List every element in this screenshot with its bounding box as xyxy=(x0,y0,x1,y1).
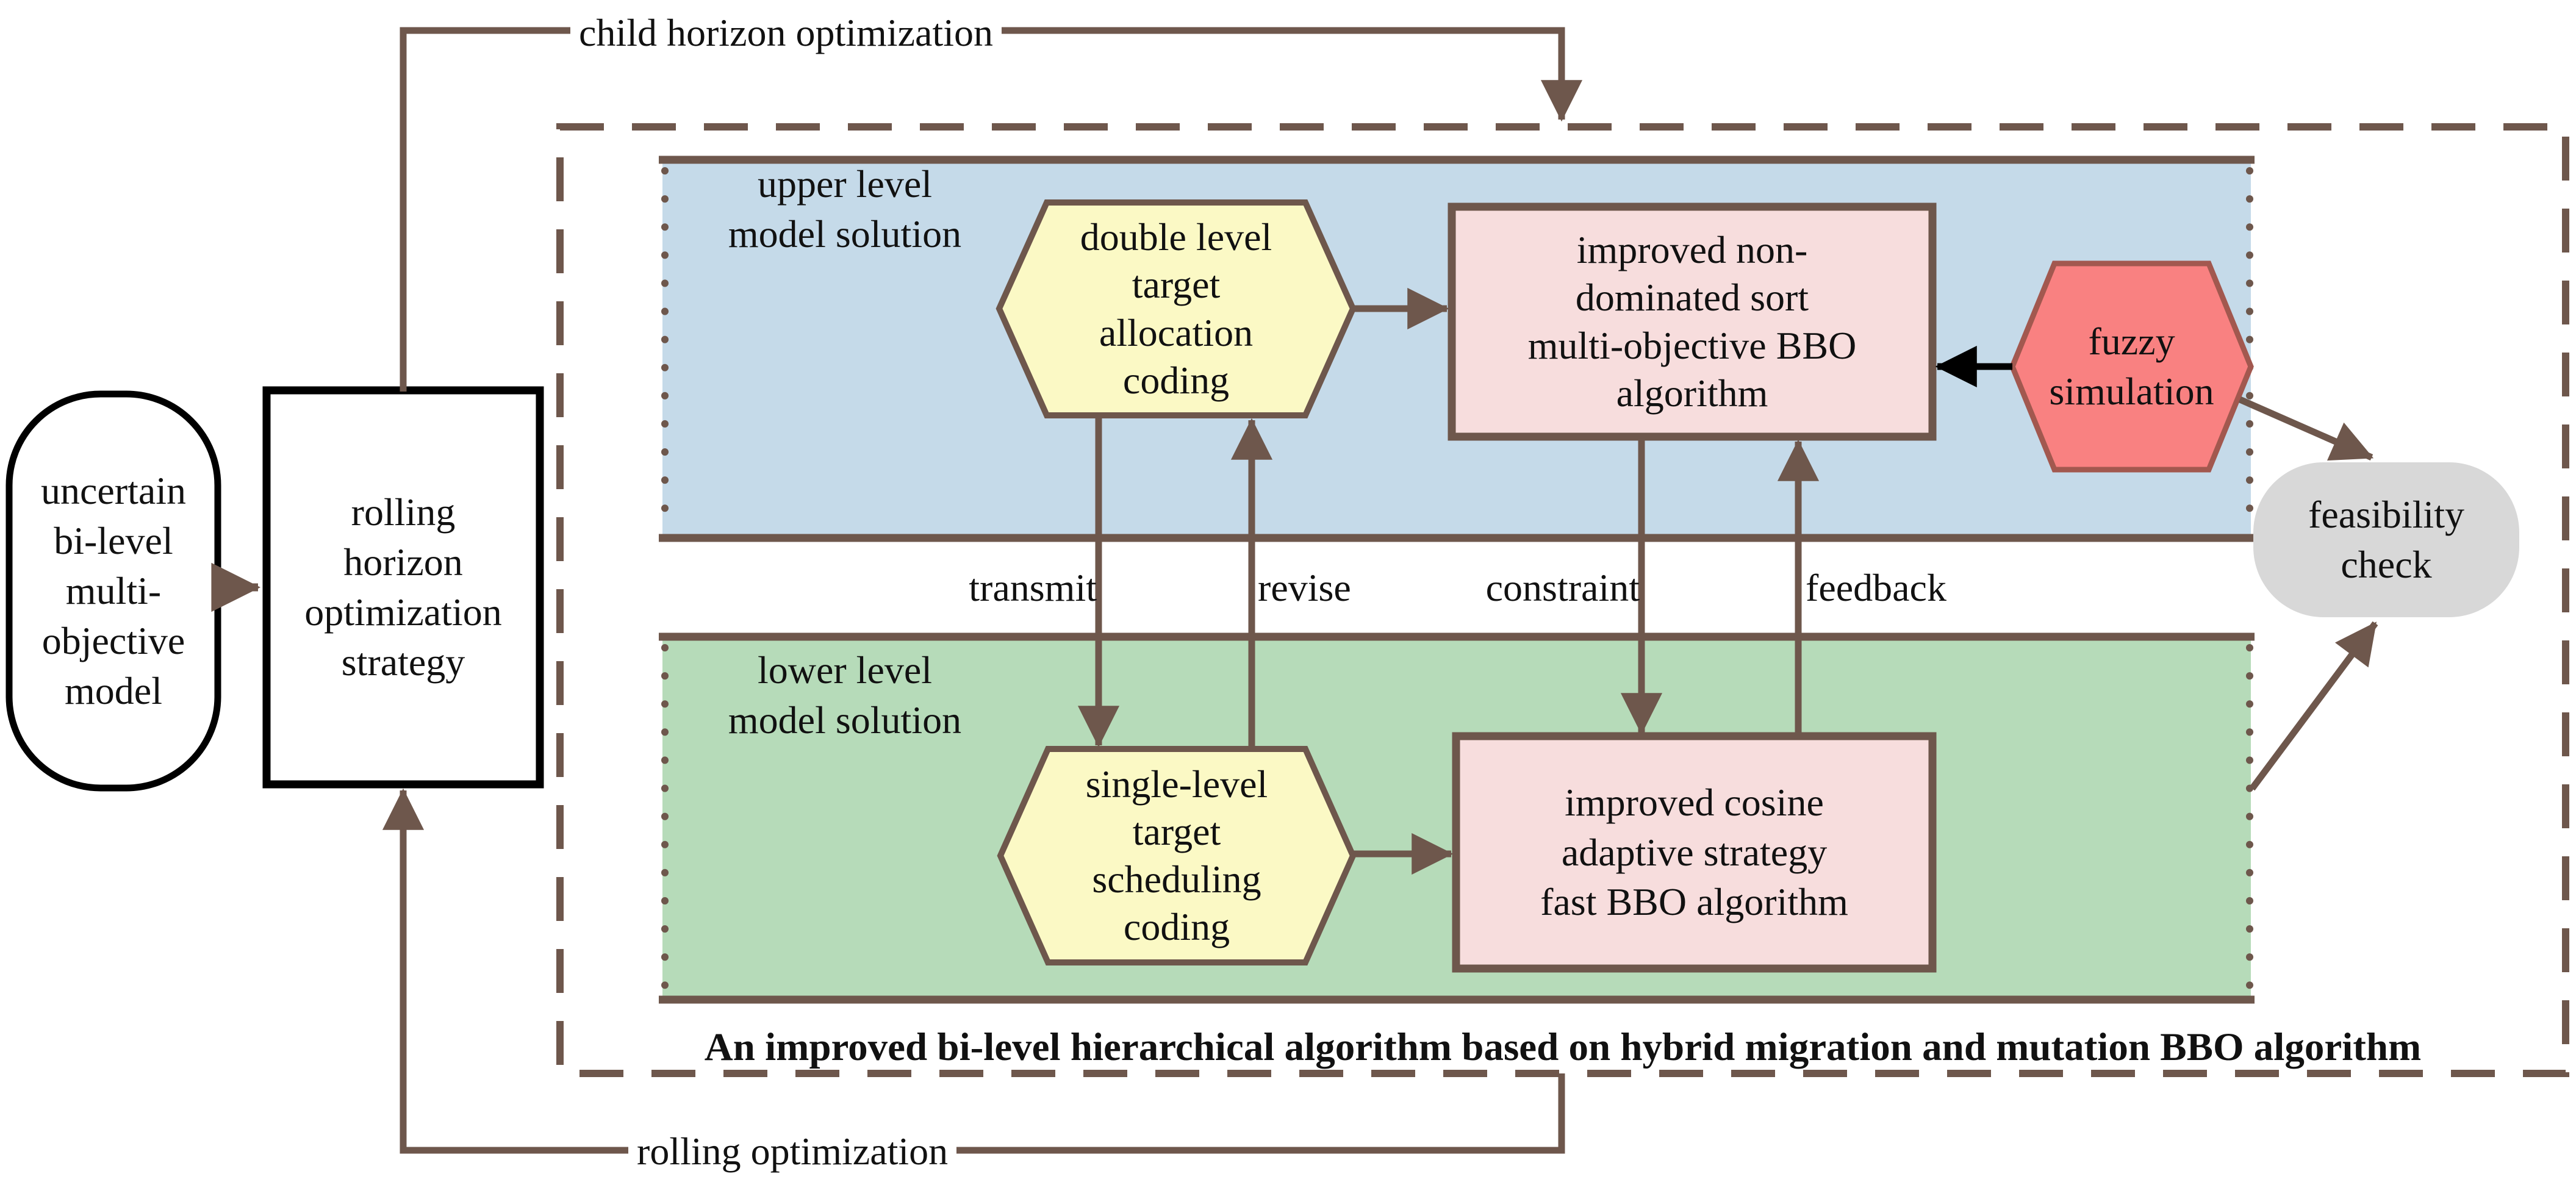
uncertain-model-stadium xyxy=(5,390,221,792)
fuzzy-to-feasibility-arrow xyxy=(2238,396,2374,461)
rolling-optimization-loop xyxy=(382,788,1565,1154)
region-dotted-borders xyxy=(661,167,2253,994)
rolling-strategy-box xyxy=(262,386,544,789)
lower-region-to-feasibility-arrow xyxy=(2249,621,2378,791)
double-level-coding-hexagon xyxy=(996,199,1357,418)
upper-bbo-box xyxy=(1448,202,1937,441)
single-level-coding-hexagon xyxy=(997,746,1357,965)
connectors xyxy=(211,27,2378,1154)
lower-bbo-box xyxy=(1452,732,1937,973)
region-solid-borders xyxy=(659,156,2255,1004)
feasibility-check-stadium xyxy=(2253,462,2519,617)
algorithm-dashed-frame xyxy=(556,123,2569,1077)
fuzzy-simulation-hexagon xyxy=(2009,260,2254,473)
